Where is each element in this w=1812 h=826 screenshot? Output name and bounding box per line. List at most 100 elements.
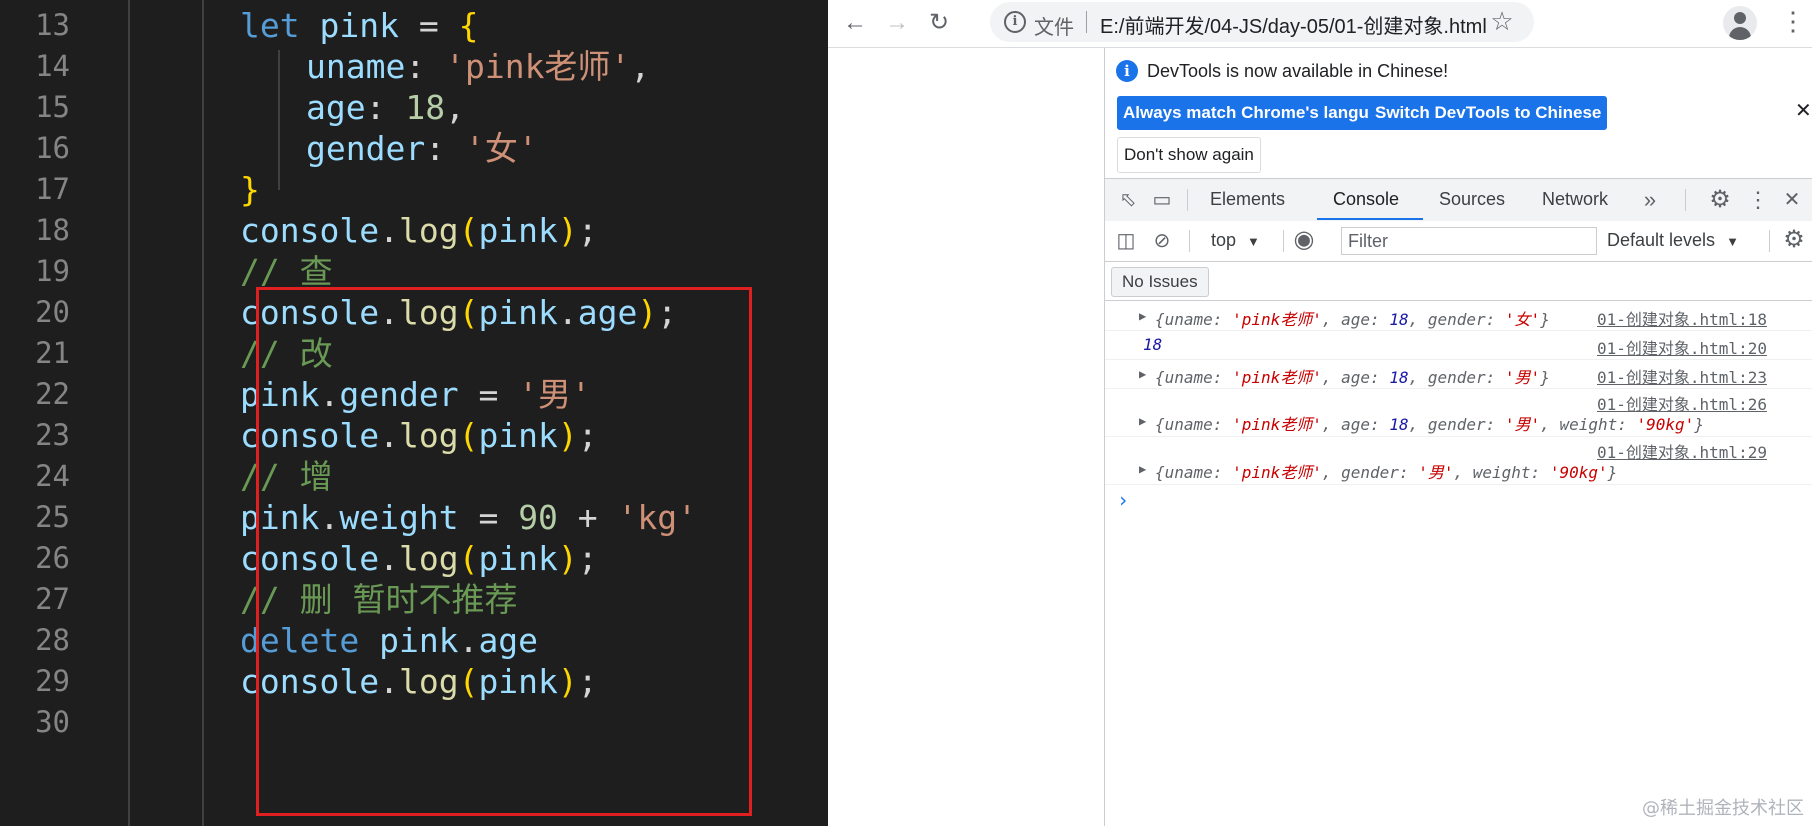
- line-number: 27: [35, 582, 70, 616]
- code-line: 17}: [0, 164, 828, 211]
- context-select[interactable]: top ▼: [1211, 230, 1260, 251]
- message-token: , gender:: [1408, 415, 1505, 434]
- more-tabs-icon[interactable]: »: [1643, 187, 1657, 212]
- watermark: @稀土掘金技术社区: [1642, 798, 1804, 819]
- code-token: '女': [464, 129, 538, 168]
- reload-icon[interactable]: ↻: [928, 9, 950, 36]
- code-text: uname: 'pink老师',: [306, 43, 650, 90]
- console-message[interactable]: ▶{uname: 'pink老师', age: 18, gender: '男',…: [1105, 388, 1812, 437]
- code-text: }: [240, 166, 260, 213]
- tab-sources[interactable]: Sources: [1439, 189, 1506, 209]
- expand-triangle-icon[interactable]: ▶: [1139, 414, 1147, 428]
- code-token: ;: [657, 293, 678, 332]
- message-token: , weight:: [1540, 415, 1637, 434]
- tab-console[interactable]: Console: [1333, 189, 1400, 209]
- source-link[interactable]: 01-创建对象.html:18: [1597, 310, 1767, 329]
- line-number: 17: [35, 172, 70, 206]
- code-text: // 删 暂时不推荐: [240, 576, 517, 623]
- code-text: console.log(pink);: [240, 207, 598, 254]
- dont-show-again-button[interactable]: Don't show again: [1117, 137, 1261, 173]
- url-text[interactable]: E:/前端开发/04-JS/day-05/01-创建对象.html: [1100, 16, 1487, 38]
- close-icon[interactable]: ✕: [1795, 100, 1812, 122]
- code-token: // 改: [240, 334, 333, 373]
- console-prompt-icon[interactable]: ›: [1117, 488, 1130, 512]
- message-token: {uname:: [1155, 310, 1233, 329]
- console-message[interactable]: ▶{uname: 'pink老师', gender: '男', weight: …: [1105, 436, 1812, 485]
- console-message[interactable]: ▶ {uname: 'pink老师', age: 18, gender: '男'}…: [1105, 359, 1812, 389]
- expand-triangle-icon[interactable]: ▶: [1139, 367, 1147, 381]
- more-vert-icon[interactable]: ⋮: [1747, 187, 1769, 212]
- filter-input[interactable]: [1341, 227, 1597, 255]
- message-token: {uname:: [1155, 415, 1233, 434]
- line-number: 20: [35, 295, 70, 329]
- code-token: :: [365, 88, 406, 127]
- indent-guide: [128, 0, 130, 826]
- message-text: {uname: 'pink老师', age: 18, gender: '女'}: [1155, 306, 1550, 330]
- code-line: 20 console.log(pink.age);: [0, 287, 828, 334]
- code-token: }: [240, 170, 260, 209]
- device-toolbar-icon[interactable]: ▭: [1152, 189, 1172, 211]
- code-token: weight: [339, 498, 459, 537]
- divider: [1769, 230, 1770, 252]
- code-token: .: [319, 498, 340, 537]
- code-line: 24// 增: [0, 451, 828, 498]
- expand-triangle-icon[interactable]: ▶: [1139, 462, 1147, 476]
- code-text: console.log(pink);: [240, 535, 598, 582]
- highlight-box: [256, 287, 752, 816]
- more-vert-icon[interactable]: ⋮: [1780, 6, 1806, 36]
- clear-console-icon[interactable]: ⊘: [1153, 230, 1171, 252]
- code-token: 18: [405, 88, 446, 127]
- code-token: console: [240, 211, 380, 250]
- message-text: {uname: 'pink老师', age: 18, gender: '男'}: [1155, 364, 1550, 388]
- code-token: uname: [306, 47, 406, 86]
- message-token: , gender:: [1408, 368, 1505, 387]
- gear-icon[interactable]: ⚙: [1783, 226, 1805, 253]
- switch-to-chinese-button[interactable]: Switch DevTools to Chinese: [1369, 96, 1608, 130]
- chevron-down-icon: ▼: [1247, 234, 1260, 249]
- profile-avatar[interactable]: [1723, 6, 1757, 40]
- eye-icon[interactable]: ◉: [1293, 226, 1315, 253]
- source-link[interactable]: 01-创建对象.html:29: [1597, 443, 1767, 462]
- back-icon[interactable]: ←: [843, 9, 867, 36]
- code-token: console: [240, 662, 380, 701]
- message-token: }: [1607, 463, 1618, 482]
- sidebar-toggle-icon[interactable]: ◫: [1116, 230, 1136, 252]
- code-text: console.log(pink.age);: [240, 289, 677, 336]
- code-text: delete pink.age: [240, 617, 538, 664]
- tab-elements[interactable]: Elements: [1210, 189, 1286, 209]
- line-number: 21: [35, 336, 70, 370]
- close-icon[interactable]: ✕: [1783, 189, 1801, 211]
- indent-guide: [278, 50, 280, 190]
- issues-button[interactable]: No Issues: [1111, 267, 1209, 297]
- levels-select[interactable]: Default levels ▼: [1607, 230, 1739, 251]
- info-icon[interactable]: i: [1004, 11, 1026, 33]
- always-match-language-button[interactable]: Always match Chrome's language: [1117, 96, 1405, 130]
- code-token: // 删 暂时不推荐: [240, 580, 518, 619]
- line-number: 29: [35, 664, 70, 698]
- star-icon[interactable]: ☆: [1490, 6, 1514, 36]
- chevron-down-icon: ▼: [1726, 234, 1739, 249]
- inspect-element-icon[interactable]: ⬁: [1119, 189, 1137, 211]
- source-link[interactable]: 01-创建对象.html:26: [1597, 395, 1767, 414]
- message-text: 18: [1143, 335, 1162, 354]
- code-token: ): [557, 416, 578, 455]
- line-number: 30: [35, 705, 70, 739]
- code-token: ): [557, 211, 578, 250]
- expand-triangle-icon[interactable]: ▶: [1139, 309, 1147, 323]
- source-link[interactable]: 01-创建对象.html:23: [1597, 368, 1767, 387]
- message-token: '女': [1504, 310, 1541, 329]
- tab-network[interactable]: Network: [1542, 189, 1609, 209]
- gear-icon[interactable]: ⚙: [1709, 186, 1731, 213]
- code-line: 27 // 删 暂时不推荐: [0, 574, 828, 621]
- message-token: 18: [1389, 310, 1409, 329]
- console-message[interactable]: ▶ {uname: 'pink老师', age: 18, gender: '女'}…: [1105, 301, 1812, 331]
- source-link[interactable]: 01-创建对象.html:20: [1597, 339, 1767, 358]
- code-token: pink: [478, 416, 558, 455]
- code-token: pink: [478, 211, 558, 250]
- console-message[interactable]: 18 01-创建对象.html:20: [1105, 330, 1812, 360]
- forward-icon[interactable]: →: [885, 9, 909, 36]
- address-bar[interactable]: i 文件 E:/前端开发/04-JS/day-05/01-创建对象.html ☆: [990, 2, 1534, 42]
- divider: [1086, 11, 1087, 33]
